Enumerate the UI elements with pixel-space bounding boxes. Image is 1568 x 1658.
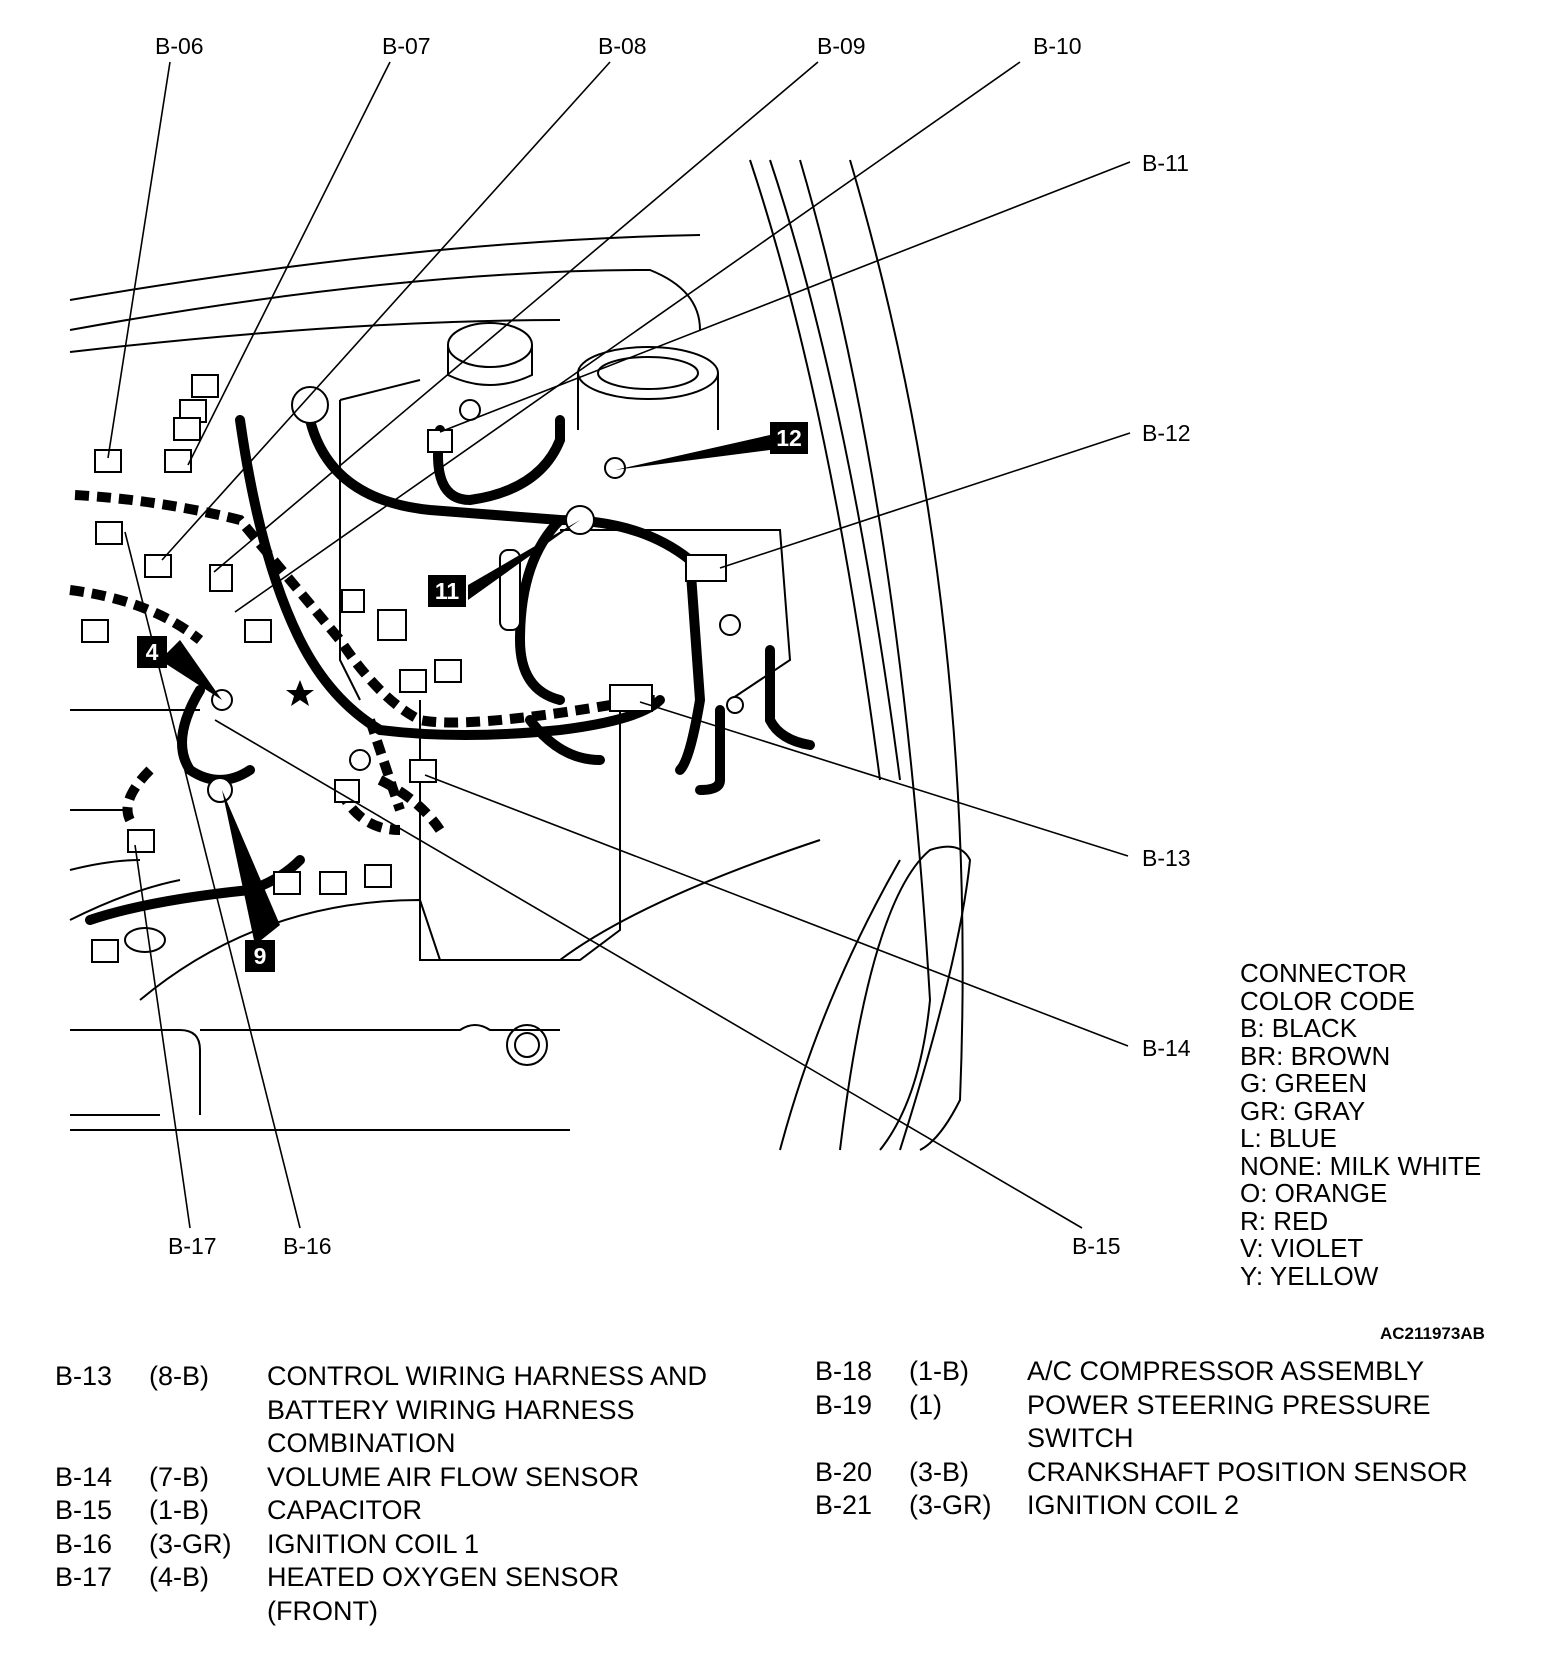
connector-id: B-17: [55, 1562, 113, 1592]
table-row: B-13 (8-B) CONTROL WIRING HARNESS AND BA…: [55, 1360, 707, 1461]
legend-entry: L: BLUE: [1240, 1123, 1337, 1153]
table-row: B-19 (1) POWER STEERING PRESSURE SWITCH: [815, 1389, 1468, 1456]
legend-entry: V: VIOLET: [1240, 1233, 1364, 1263]
ground-points: [124, 386, 744, 953]
legend-entry: GR: GRAY: [1240, 1095, 1366, 1126]
svg-text:9: 9: [254, 943, 267, 969]
connector-name: VOLUME AIR FLOW SENSOR: [267, 1461, 640, 1492]
connector-name: A/C COMPRESSOR ASSEMBLY: [1027, 1356, 1425, 1386]
connector-color-code-legend: CONNECTOR COLOR CODE B: BLACK BR: BROWN …: [1240, 958, 1482, 1291]
connector-label-b16: B-16: [283, 1233, 332, 1259]
table-row: B-18 (1-B) A/C COMPRESSOR ASSEMBLY: [815, 1355, 1468, 1389]
callout-wedges: [160, 435, 770, 945]
connector-code: (3-B): [909, 1456, 969, 1487]
connector-code: (7-B): [149, 1461, 209, 1492]
connector-id: B-14: [55, 1461, 113, 1492]
connector-label-b15: B-15: [1072, 1233, 1121, 1259]
connector-name: CONTROL WIRING HARNESS AND BATTERY WIRIN…: [267, 1361, 708, 1458]
connector-name: HEATED OXYGEN SENSOR (FRONT): [267, 1562, 620, 1626]
table-row: B-14 (7-B) VOLUME AIR FLOW SENSOR: [55, 1461, 707, 1495]
connector-name: IGNITION COIL 1: [267, 1528, 480, 1559]
legend-title-line1: CONNECTOR: [1240, 958, 1408, 988]
table-row: B-21 (3-GR) IGNITION COIL 2: [815, 1489, 1468, 1523]
leader-lines: [107, 61, 1131, 1229]
connector-code: (3-GR): [149, 1528, 232, 1559]
callout-9: 9: [245, 940, 275, 972]
connector-name: CAPACITOR: [267, 1495, 423, 1525]
connector-label-b08: B-08: [598, 33, 647, 59]
connector-label-b12: B-12: [1142, 420, 1191, 446]
legend-entry: B: BLACK: [1240, 1013, 1358, 1043]
connector-table-left: B-13 (8-B) CONTROL WIRING HARNESS AND BA…: [55, 1360, 707, 1628]
svg-text:4: 4: [146, 639, 159, 665]
table-row: B-16 (3-GR) IGNITION COIL 1: [55, 1528, 707, 1562]
svg-text:12: 12: [776, 425, 802, 451]
connector-id: B-18: [815, 1356, 873, 1386]
legend-entry: O: ORANGE: [1240, 1178, 1388, 1208]
connector-code: (3-GR): [909, 1490, 992, 1520]
connector-code: (1-B): [909, 1356, 969, 1386]
connector-id: B-19: [815, 1389, 873, 1420]
connector-id: B-16: [55, 1528, 113, 1559]
connector-code: (1-B): [149, 1495, 209, 1525]
legend-entry: Y: YELLOW: [1240, 1260, 1379, 1291]
connector-label-b06: B-06: [155, 33, 204, 59]
legend-entry: R: RED: [1240, 1205, 1329, 1236]
callout-4: 4: [137, 636, 167, 668]
wiring-harness: [85, 415, 815, 925]
connector-code: (1): [909, 1389, 942, 1420]
callout-11: 11: [428, 575, 466, 607]
connector-label-b11: B-11: [1142, 150, 1189, 176]
connector-id: B-20: [815, 1456, 873, 1487]
connector-id: B-21: [815, 1490, 873, 1520]
table-row: B-17 (4-B) HEATED OXYGEN SENSOR (FRONT): [55, 1561, 707, 1628]
table-row: B-20 (3-B) CRANKSHAFT POSITION SENSOR: [815, 1456, 1468, 1490]
connector-code: (4-B): [149, 1562, 209, 1592]
legend-entry: BR: BROWN: [1240, 1040, 1391, 1071]
connector-table-right: B-18 (1-B) A/C COMPRESSOR ASSEMBLY B-19 …: [815, 1355, 1468, 1523]
connector-code: (8-B): [149, 1361, 209, 1391]
connector-label-b14: B-14: [1142, 1035, 1191, 1061]
connector-name: IGNITION COIL 2: [1027, 1490, 1240, 1520]
connector-label-b09: B-09: [817, 33, 866, 59]
connector-id: B-13: [55, 1361, 113, 1391]
table-row: B-15 (1-B) CAPACITOR: [55, 1494, 707, 1528]
star-marker: [286, 680, 314, 706]
legend-entry: NONE: MILK WHITE: [1240, 1150, 1482, 1181]
connector-blocks: [81, 374, 727, 963]
connector-label-b07: B-07: [382, 33, 431, 59]
engine-outline: [69, 159, 972, 1151]
callout-12: 12: [770, 422, 808, 454]
connector-name: CRANKSHAFT POSITION SENSOR: [1027, 1456, 1468, 1487]
connector-id: B-15: [55, 1495, 113, 1525]
engine-wiring-diagram: 4 12 11 9: [69, 61, 1131, 1229]
connector-label-b13: B-13: [1142, 845, 1191, 871]
connector-name: POWER STEERING PRESSURE SWITCH: [1027, 1389, 1431, 1454]
legend-entry: G: GREEN: [1240, 1068, 1368, 1098]
legend-title-line2: COLOR CODE: [1240, 985, 1415, 1016]
figure-id: AC211973AB: [1380, 1324, 1485, 1343]
svg-text:11: 11: [435, 578, 460, 604]
connector-label-b10: B-10: [1033, 33, 1082, 59]
connector-label-b17: B-17: [168, 1233, 217, 1259]
